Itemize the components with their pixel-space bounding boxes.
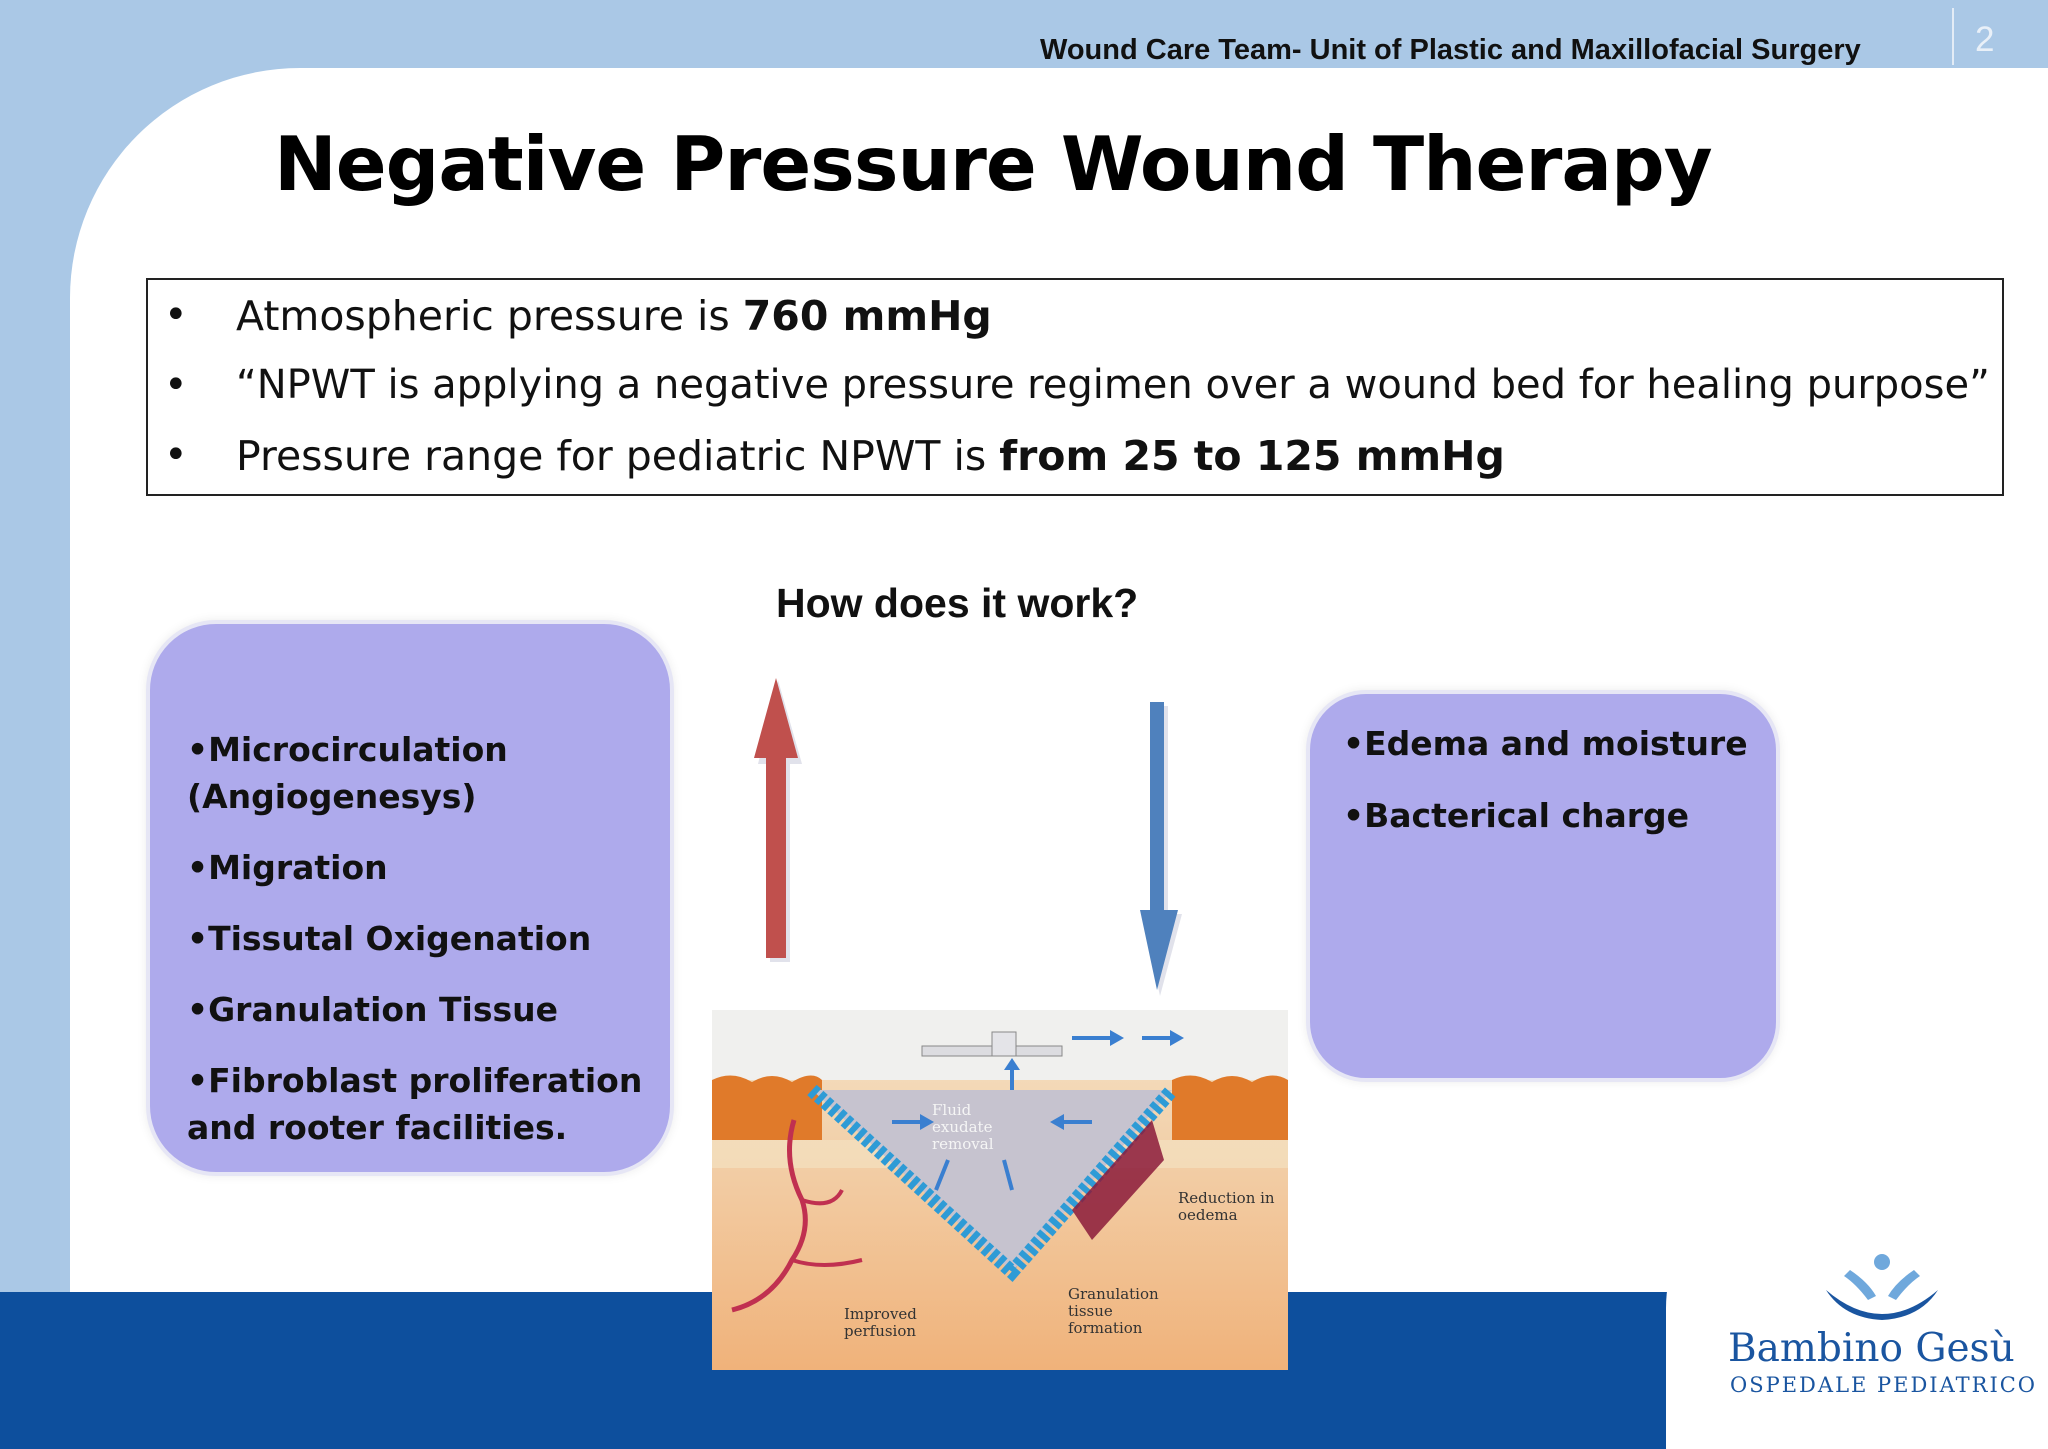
bullet-plain-text: “NPWT is applying a negative pressure re… (236, 362, 1990, 408)
effect-item: •Edema and moisture (1343, 724, 1748, 763)
bullet-text: Atmospheric pressure is 760 mmHg (236, 292, 992, 340)
page-number: 2 (1975, 20, 1995, 59)
perfusion-label: Improved perfusion (844, 1305, 917, 1340)
definition-box: • Atmospheric pressure is 760 mmHg • “NP… (146, 278, 2004, 496)
arrow-up-icon (754, 678, 802, 962)
bullet-plain-text: Atmospheric pressure is (236, 292, 743, 340)
oedema-reduction-label: Reduction in oedema (1178, 1189, 1275, 1224)
effect-item: •Tissutal Oxigenation (187, 919, 592, 958)
effect-item: •Fibroblast proliferation (187, 1061, 643, 1100)
wound-diagram: Fluid exudate removal Reduction in oedem… (712, 1010, 1288, 1370)
effect-item: •Granulation Tissue (187, 990, 559, 1029)
logo-name: Bambino Gesù (1728, 1326, 2015, 1371)
fluid-removal-label: Fluid exudate removal (932, 1101, 994, 1153)
bullet-plain-text: Pressure range for pediatric NPWT is (236, 432, 1000, 480)
how-it-works-heading: How does it work? (776, 580, 1139, 626)
bullet-text: “NPWT is applying a negative pressure re… (236, 362, 1990, 408)
wound-diagram-illustration (712, 1010, 1288, 1370)
bullet-bold-text: from 25 to 125 mmHg (999, 432, 1505, 480)
bullet-dot: • (164, 432, 188, 478)
bullet-dot: • (164, 292, 188, 338)
effect-item: and rooter facilities. (187, 1108, 568, 1147)
logo-panel (1666, 1168, 2048, 1449)
bullet-text: Pressure range for pediatric NPWT is fro… (236, 432, 1505, 480)
decrease-effects-box: •Edema and moisture •Bacterical charge (1306, 690, 1780, 1082)
effect-item: (Angiogenesys) (187, 777, 477, 816)
effect-item: •Microcirculation (187, 730, 508, 769)
page-number-divider (1952, 8, 1954, 65)
effect-item: •Bacterical charge (1343, 796, 1690, 835)
slide-title: Negative Pressure Wound Therapy (274, 120, 1713, 208)
bullet-dot: • (164, 362, 188, 408)
arrow-down-icon (1140, 702, 1182, 996)
bambino-gesu-logo-icon (1826, 1254, 1938, 1320)
effect-item: •Migration (187, 848, 388, 887)
logo-subtitle: OSPEDALE PEDIATRICO (1730, 1373, 2038, 1397)
header-title: Wound Care Team- Unit of Plastic and Max… (1040, 34, 1861, 66)
granulation-label: Granulation tissue formation (1068, 1285, 1159, 1337)
increase-effects-box: •Microcirculation (Angiogenesys) •Migrat… (146, 620, 674, 1176)
bullet-bold-text: 760 mmHg (742, 292, 992, 340)
